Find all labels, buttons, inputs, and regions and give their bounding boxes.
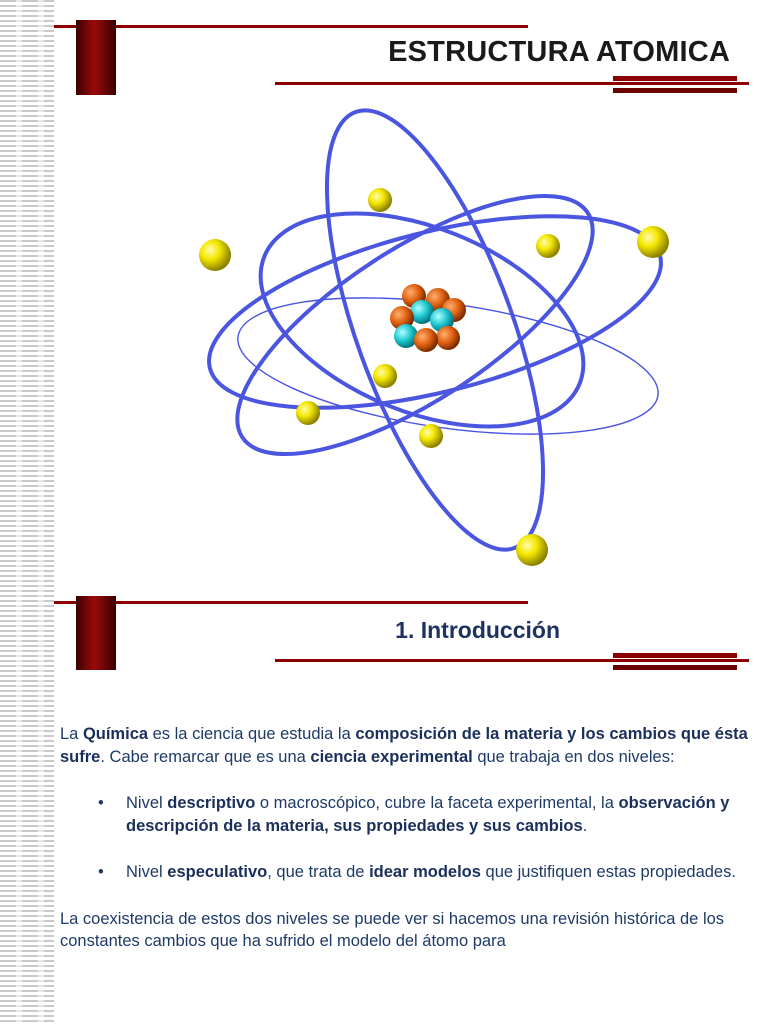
section-bar-right-2: [613, 665, 737, 670]
bullet-text: , que trata de: [267, 863, 370, 881]
electron: [199, 239, 231, 271]
bullet-icon: •: [98, 863, 104, 881]
levels-list: • Nivel descriptivo o macroscópico, cubre…: [60, 792, 750, 884]
header-rule-bottom: [275, 82, 749, 85]
header-block-accent: [76, 20, 116, 95]
bullet-bold: idear modelos: [369, 863, 481, 881]
intro-bold-quimica: Química: [82, 725, 149, 743]
intro-bold-ciencia: ciencia experimental: [310, 747, 473, 766]
orbit-tilted-right: [258, 211, 586, 429]
header-bar-right-2: [613, 88, 737, 93]
orbit-vertical: [324, 108, 546, 552]
bullet-bold: descriptivo: [167, 794, 256, 812]
nucleus: [390, 284, 466, 352]
bullet-text: que justifiquen estas propiedades.: [480, 863, 736, 881]
bullet-text: Nivel: [126, 794, 168, 812]
electron: [419, 424, 443, 448]
orbit-tilted-left: [235, 193, 595, 457]
intro-bold-composicion: composición de la materia y los cambios …: [60, 725, 748, 766]
intro-text: La: [60, 725, 83, 743]
bullet-bold: observación y descripción de la materia,…: [126, 794, 730, 835]
neutron: [410, 300, 434, 324]
slide-title: ESTRUCTURA ATOMICA: [388, 36, 730, 68]
striped-margin-decoration: [0, 0, 54, 1024]
bullet-bold: especulativo: [167, 863, 268, 881]
header-bar-right: [613, 76, 737, 81]
section-rule-top: [54, 601, 528, 604]
electron: [296, 401, 320, 425]
orbits: [207, 108, 663, 552]
atom-model-image: [199, 108, 669, 566]
proton: [390, 306, 414, 330]
electron: [536, 234, 560, 258]
intro-text: que trabaja en dos niveles:: [472, 747, 675, 766]
electron: [516, 534, 548, 566]
list-item-especulativo: • Nivel especulativo, que trata de idear …: [60, 861, 750, 884]
proton: [436, 326, 460, 350]
proton: [414, 328, 438, 352]
bullet-text: o macroscópico, cubre la faceta experime…: [255, 794, 619, 812]
closing-paragraph: La coexistencia de estos dos niveles se …: [60, 909, 725, 951]
intro-paragraph: La Química es la ciencia que estudia la …: [60, 723, 750, 768]
list-item-descriptivo: • Nivel descriptivo o macroscópico, cubre…: [60, 792, 750, 837]
bullet-text: .: [582, 816, 588, 835]
section-block-accent: [76, 596, 116, 670]
intro-text: . Cabe remarcar que es una: [100, 747, 311, 766]
body-text: La Química es la ciencia que estudia la …: [60, 723, 750, 953]
section-heading: 1. Introducción: [395, 617, 560, 643]
electron: [368, 188, 392, 212]
neutron: [394, 324, 418, 348]
bullet-icon: •: [98, 794, 104, 812]
electron: [373, 364, 397, 388]
header-rule-top: [54, 25, 528, 28]
section-bar-right: [613, 653, 737, 658]
electrons: [199, 188, 669, 566]
intro-text: es la ciencia que estudia la: [148, 725, 356, 743]
bullet-text: Nivel: [126, 863, 168, 881]
electron: [637, 226, 669, 258]
section-rule-bottom: [275, 659, 749, 662]
